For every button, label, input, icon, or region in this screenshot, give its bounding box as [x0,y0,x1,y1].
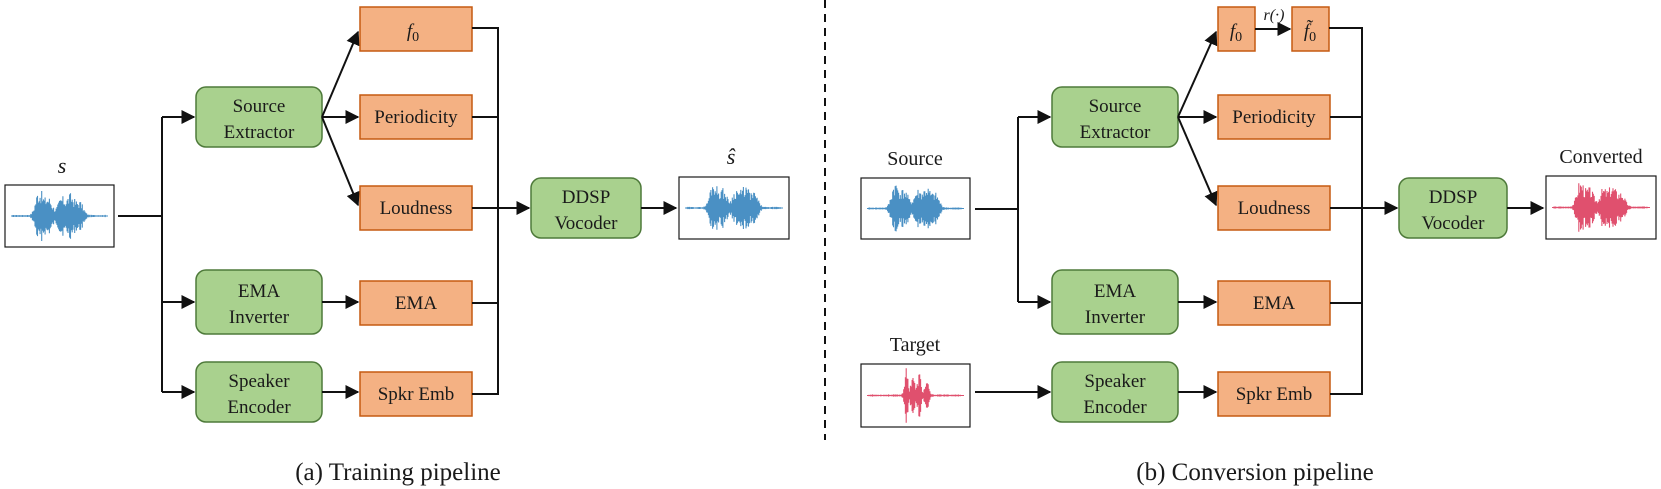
conversion-ema-label: EMA [1253,293,1296,314]
training-f0-label: f0 [407,21,419,45]
conversion-f0-mod-label: f̃0 [1304,20,1316,45]
conversion-loudness-box [1217,185,1331,231]
conversion-converted-label: Converted [1559,146,1642,168]
conversion-converted-wave-icon [1552,183,1650,232]
training-ema-inverter-label-1: EMA [238,281,281,302]
conversion-f0-box [1217,6,1256,52]
conversion-target-wave-icon [867,368,964,423]
conversion-caption: (b) Conversion pipeline [1136,459,1373,486]
conversion-vocoder-label-1: DDSP [1429,187,1478,208]
training-speaker-encoder-label-1: Speaker [228,371,290,392]
conversion-source-wave-icon [867,185,964,232]
training-periodicity-label: Periodicity [374,107,458,128]
training-spkr-emb-label: Spkr Emb [378,384,455,405]
training-input-label: s [58,153,67,178]
training-pipeline: s Source Extractor EMA Inverter Speaker … [4,6,790,486]
conversion-target-label: Target [890,334,941,356]
conversion-ema-inverter-label-1: EMA [1094,281,1137,302]
conversion-loudness-label: Loudness [1238,198,1311,219]
conversion-ema-box [1217,280,1331,326]
training-vocoder-label-2: Vocoder [555,213,619,234]
training-output-wave-icon [685,186,783,230]
conversion-f0-mod-box [1291,6,1330,52]
training-ema-label: EMA [395,293,438,314]
training-loudness-label: Loudness [380,198,453,219]
training-caption: (a) Training pipeline [295,459,501,486]
training-ema-box [359,280,473,326]
conversion-periodicity-label: Periodicity [1232,107,1316,128]
training-vocoder-label-1: DDSP [562,187,611,208]
training-input-wave-icon [11,191,108,241]
conversion-pipeline: Source Target Source Extractor EMA Inver… [860,6,1657,486]
conversion-source-label: Source [887,148,943,170]
conversion-source-extractor-label-2: Extractor [1080,122,1151,143]
training-speaker-encoder-label-2: Encoder [227,397,291,418]
conversion-r-label: r(·) [1264,7,1285,24]
conversion-f0-label: f0 [1230,21,1242,45]
conversion-ema-inverter-label-2: Inverter [1085,307,1146,328]
conversion-vocoder-label-2: Vocoder [1422,213,1486,234]
conversion-speaker-encoder-label-2: Encoder [1083,397,1147,418]
training-f0-box [359,6,473,52]
conversion-spkr-emb-label: Spkr Emb [1236,384,1313,405]
conversion-speaker-encoder-label-1: Speaker [1084,371,1146,392]
training-source-extractor-label-2: Extractor [224,122,295,143]
training-output-label: ŝ [727,144,736,169]
training-periodicity-box [359,94,473,140]
training-source-extractor-label-1: Source [233,96,286,117]
conversion-source-extractor-label-1: Source [1089,96,1142,117]
conversion-spkr-emb-box [1217,371,1331,417]
training-ema-inverter-label-2: Inverter [229,307,290,328]
conversion-periodicity-box [1217,94,1331,140]
